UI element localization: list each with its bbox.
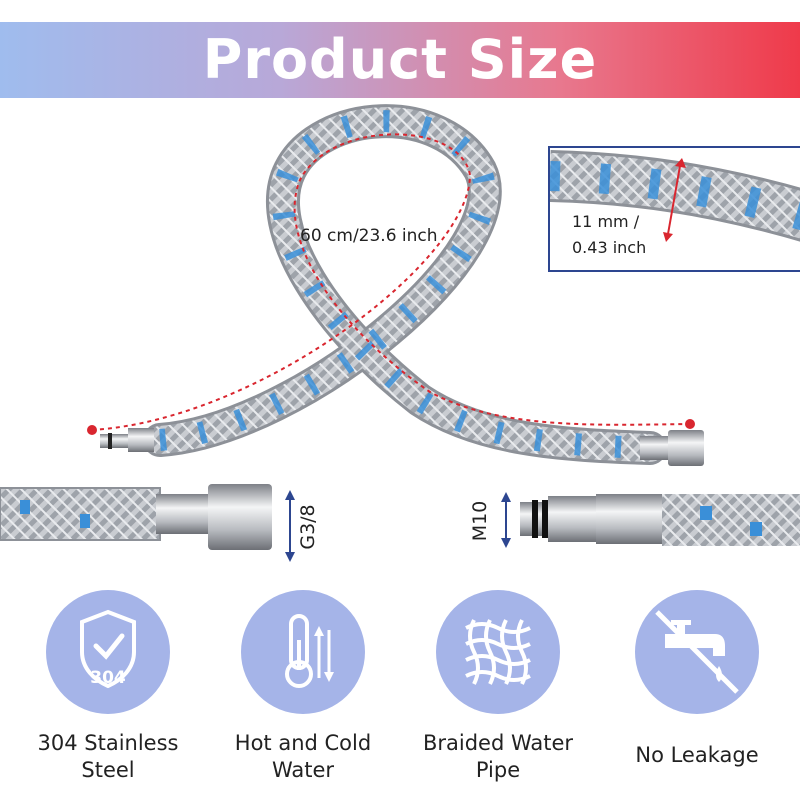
feature-circle — [241, 590, 365, 714]
female-connector — [0, 484, 272, 550]
g38-arrow — [285, 490, 295, 562]
diameter-inset — [548, 146, 800, 272]
looped-hose — [100, 104, 704, 466]
page-title: Product Size — [202, 28, 598, 91]
thermometer-icon — [285, 614, 334, 688]
title-banner — [0, 22, 800, 98]
feature-stainless-steel: 304 304 Stainless Steel — [23, 590, 193, 784]
feature-braided-pipe: Braided Water Pipe — [413, 590, 583, 784]
feature-circle — [635, 590, 759, 714]
m10-thread-label: M10 — [469, 500, 491, 542]
diameter-label-line1: 11 mm / — [572, 212, 640, 231]
shield-check-icon — [80, 609, 136, 689]
feature-no-leakage: No Leakage — [612, 590, 782, 769]
grade-badge: 304 — [90, 668, 126, 688]
m10-arrow — [501, 492, 511, 548]
braided-mesh-icon — [465, 619, 531, 685]
feature-hot-cold: Hot and Cold Water — [218, 590, 388, 784]
feature-label: No Leakage — [635, 743, 759, 767]
feature-label: 304 Stainless Steel — [37, 731, 179, 782]
feature-label: Hot and Cold Water — [234, 731, 372, 782]
length-label: 60 cm/23.6 inch — [300, 226, 438, 246]
g38-thread-label: G3/8 — [297, 504, 319, 550]
feature-label: Braided Water Pipe — [422, 731, 574, 782]
hose-closeup — [550, 150, 800, 242]
feature-circle — [436, 590, 560, 714]
length-dimension-line — [87, 133, 695, 435]
diameter-label-line2: 0.43 inch — [572, 238, 647, 257]
no-leak-faucet-icon — [655, 610, 739, 694]
male-connector — [520, 494, 800, 546]
feature-circle: 304 — [46, 590, 170, 714]
